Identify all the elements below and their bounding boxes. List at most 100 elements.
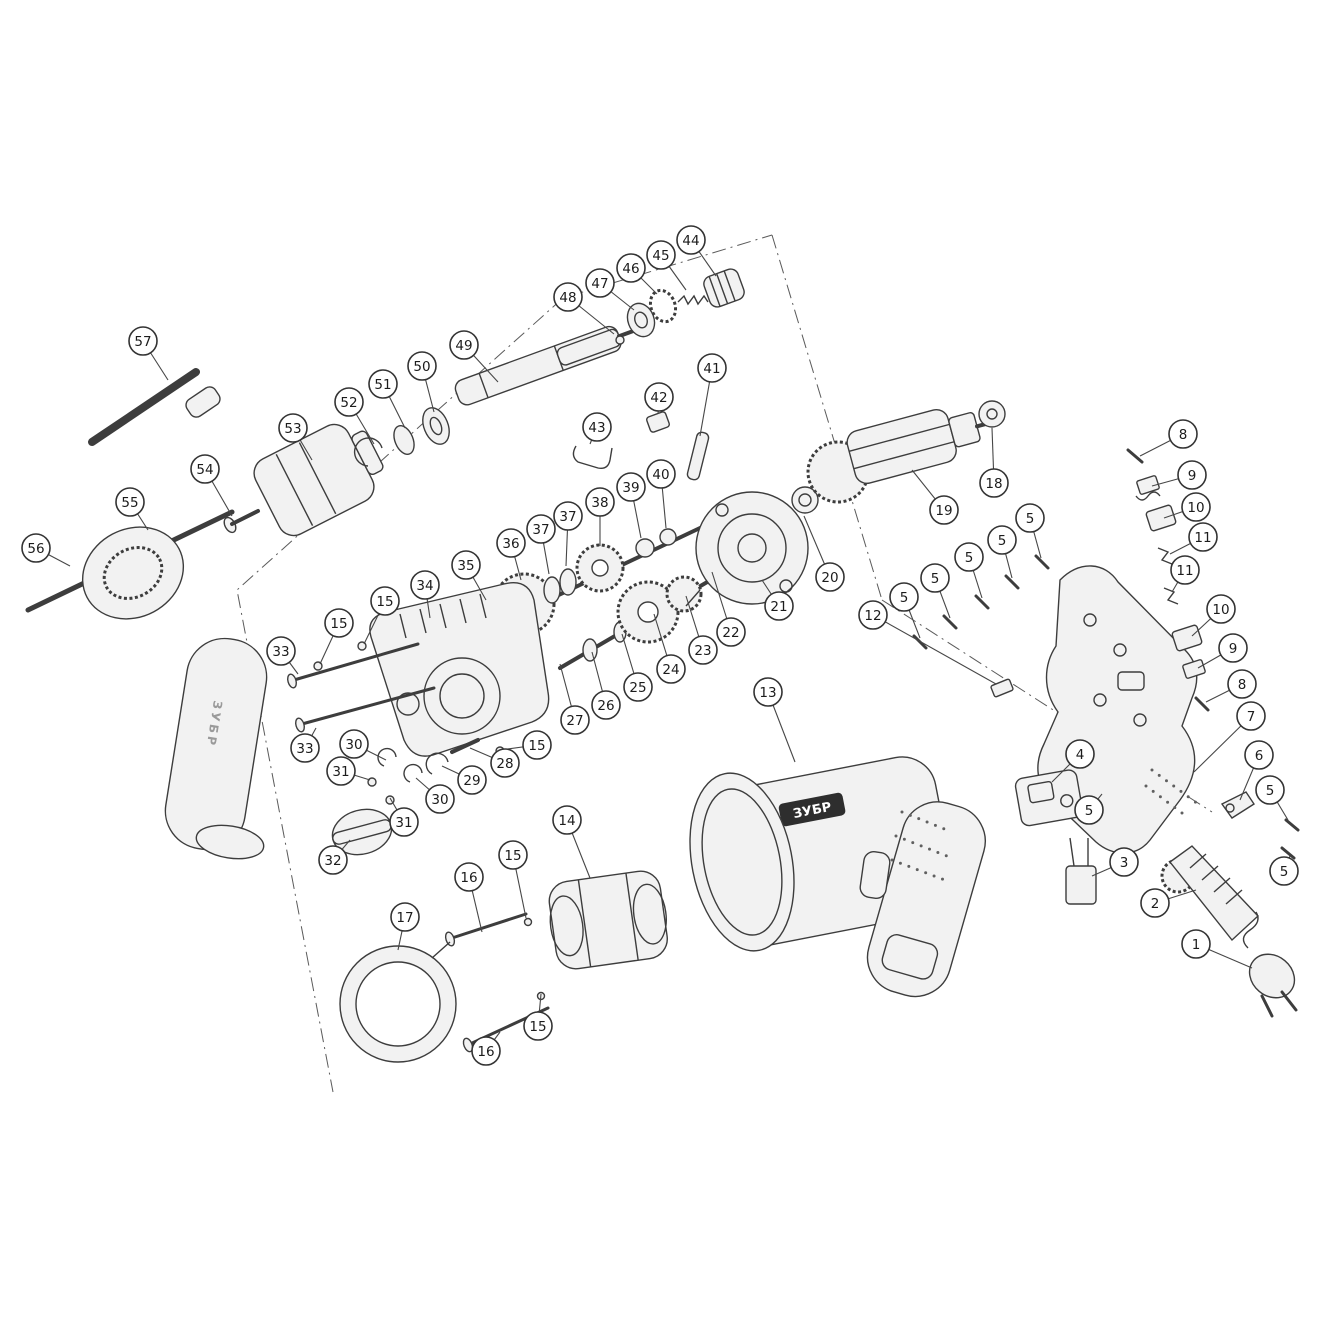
callout-15: 15 (363, 586, 400, 645)
callout-number: 8 (1238, 677, 1247, 693)
callout-20: 20 (803, 515, 845, 592)
callout-bubble (128, 326, 158, 356)
callout-36: 36 (496, 528, 526, 581)
callout-56: 56 (21, 533, 71, 567)
callout-bubble (410, 570, 440, 600)
callout-bubble (1188, 522, 1218, 552)
callout-number: 22 (722, 625, 739, 641)
callout-5: 5 (1074, 793, 1104, 825)
callout-number: 26 (597, 698, 614, 714)
callout-5: 5 (920, 563, 951, 619)
callout-number: 56 (27, 541, 44, 557)
callout-53: 53 (278, 413, 313, 461)
callout-3: 3 (1091, 847, 1139, 877)
callout-bubble (1140, 888, 1170, 918)
spindle (454, 325, 644, 406)
callout-30: 30 (415, 777, 455, 814)
callout-8: 8 (1139, 419, 1198, 457)
callout-bubble (764, 591, 794, 621)
callout-leader (872, 614, 997, 685)
callout-bubble (753, 677, 783, 707)
callout-bubble (676, 225, 706, 255)
callout-bubble (920, 563, 950, 593)
callout-number: 31 (332, 764, 349, 780)
callout-bubble (471, 1036, 501, 1066)
callout-number: 11 (1176, 563, 1193, 579)
callout-57: 57 (128, 326, 169, 381)
callout-number: 31 (395, 815, 412, 831)
callout-bubble (1236, 701, 1266, 731)
callout-4: 4 (1051, 739, 1095, 783)
stator (548, 870, 668, 970)
callout-bubble (688, 635, 718, 665)
callout-bubble (278, 413, 308, 443)
callout-34: 34 (410, 570, 440, 619)
callout-number: 4 (1076, 747, 1085, 763)
callout-number: 52 (340, 395, 357, 411)
housing-screws (286, 641, 505, 756)
bearing-bracket (685, 486, 819, 607)
callout-bubble (616, 472, 646, 502)
callout-10: 10 (1191, 594, 1236, 637)
callout-bubble (1218, 633, 1248, 663)
callout-number: 42 (650, 390, 667, 406)
cord-guard (1160, 845, 1259, 942)
callout-number: 15 (376, 594, 393, 610)
callout-bubble (1227, 669, 1257, 699)
callout-bubble (490, 748, 520, 778)
callout-bubble (290, 733, 320, 763)
right-screws (1280, 818, 1300, 860)
callout-number: 32 (324, 853, 341, 869)
callout-bubble (498, 840, 528, 870)
callout-bubble (560, 705, 590, 735)
callout-55: 55 (115, 487, 149, 531)
callout-number: 46 (622, 261, 639, 277)
callout-layer: 1234555555556788991010111112131415151515… (21, 225, 1299, 1066)
callout-number: 15 (528, 738, 545, 754)
brush-assembly (1126, 448, 1210, 712)
callout-bubble (591, 690, 621, 720)
callout-17: 17 (390, 902, 420, 951)
callout-35: 35 (451, 550, 487, 601)
callout-bubble (368, 369, 398, 399)
callout-number: 17 (396, 910, 413, 926)
callout-number: 7 (1247, 709, 1256, 725)
callout-bubble (987, 525, 1017, 555)
callout-number: 2 (1151, 896, 1160, 912)
callout-7: 7 (1193, 701, 1266, 773)
callout-41: 41 (697, 353, 727, 437)
callout-18: 18 (979, 427, 1009, 498)
callout-number: 15 (529, 1019, 546, 1035)
callout-bubble (454, 862, 484, 892)
callout-52: 52 (334, 387, 375, 445)
callout-bubble (1181, 929, 1211, 959)
callout-number: 10 (1187, 500, 1204, 516)
callout-42: 42 (644, 382, 674, 415)
callout-bubble (339, 729, 369, 759)
callout-bubble (1065, 739, 1095, 769)
callout-bubble (449, 330, 479, 360)
callout-bubble (1109, 847, 1139, 877)
callout-16: 16 (454, 862, 484, 933)
callout-5: 5 (954, 542, 984, 599)
callout-15: 15 (499, 730, 552, 760)
callout-bubble (425, 784, 455, 814)
callout-43: 43 (582, 412, 612, 445)
callout-number: 30 (431, 792, 448, 808)
callout-9: 9 (1151, 460, 1207, 490)
callout-bubble (697, 353, 727, 383)
callout-15: 15 (319, 608, 354, 665)
callout-number: 10 (1212, 602, 1229, 618)
callout-bubble (370, 586, 400, 616)
spindle-bearing-set (615, 268, 745, 345)
callout-32: 32 (318, 839, 351, 875)
callout-bubble (1269, 856, 1299, 886)
callout-number: 15 (504, 848, 521, 864)
callout-46: 46 (616, 253, 658, 295)
callout-bubble (1177, 460, 1207, 490)
callout-27: 27 (559, 663, 590, 735)
callout-number: 45 (652, 248, 669, 264)
callout-number: 12 (864, 608, 881, 624)
callout-5: 5 (1015, 503, 1045, 559)
